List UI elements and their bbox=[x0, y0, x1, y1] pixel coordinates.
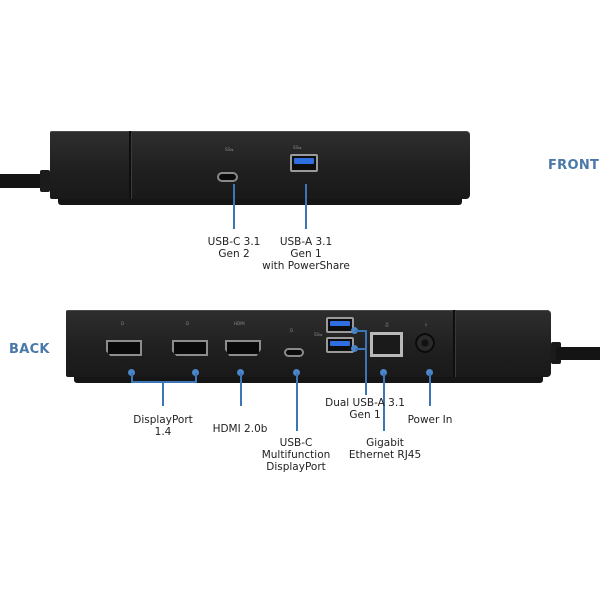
hdmi-leader bbox=[240, 373, 242, 406]
usb-a-blue-tongue bbox=[330, 321, 350, 327]
front-cable-strain-relief bbox=[40, 170, 50, 192]
front-usb-c-label: USB-C 3.1 Gen 2 bbox=[207, 236, 261, 260]
usb-a-blue-tongue bbox=[294, 158, 314, 165]
dp-bracket bbox=[131, 381, 197, 383]
power-dot bbox=[426, 369, 433, 376]
usba-lower-dot bbox=[351, 345, 358, 352]
hdmi-engraving: HDMI bbox=[234, 321, 245, 326]
back-panel-divider bbox=[453, 310, 455, 377]
dual-usb-a-label: Dual USB-A 3.1 Gen 1 bbox=[325, 397, 405, 421]
dock-foot bbox=[74, 377, 543, 383]
front-title: FRONT bbox=[548, 158, 600, 173]
front-panel-divider bbox=[129, 131, 131, 199]
dp1-engraving: D bbox=[121, 321, 125, 326]
usb-a-blue-tongue bbox=[330, 341, 350, 347]
usba-upper-dot bbox=[351, 327, 358, 334]
power-leader bbox=[429, 373, 431, 406]
hdmi-label: HDMI 2.0b bbox=[212, 423, 268, 435]
usbc-leader bbox=[296, 373, 298, 431]
front-dock-body: SS⇆ SS⇆ bbox=[50, 131, 470, 205]
ethernet-engraving: 品 bbox=[385, 322, 389, 327]
usb-c-multifunction-label: USB-C Multifunction DisplayPort bbox=[261, 437, 331, 473]
back-usb-c-port bbox=[284, 348, 304, 357]
usb-c-engraving: SS⇆ bbox=[225, 147, 234, 152]
displayport-label: DisplayPort 1.4 bbox=[133, 414, 193, 438]
back-title: BACK bbox=[9, 342, 50, 357]
usb-a-port-upper bbox=[326, 317, 354, 333]
usb-c-engraving: D bbox=[290, 328, 294, 333]
front-usb-a-label: USB-A 3.1 Gen 1 with PowerShare bbox=[262, 236, 350, 272]
displayport-2 bbox=[172, 340, 208, 356]
hdmi-port bbox=[225, 340, 261, 356]
front-usb-a-leader bbox=[305, 184, 307, 229]
back-dock-body: D D HDMI D SS⇆ 品 ⏚ bbox=[66, 310, 551, 383]
ethernet-leader bbox=[383, 373, 385, 431]
front-usb-a-port bbox=[290, 154, 318, 172]
dp1-dot bbox=[128, 369, 135, 376]
usb-a-engraving: SS⇆ bbox=[293, 145, 302, 150]
dp2-dot bbox=[192, 369, 199, 376]
dp2-engraving: D bbox=[186, 321, 190, 326]
usb-a-port-lower bbox=[326, 337, 354, 353]
power-engraving: ⏚ bbox=[424, 322, 428, 327]
usbc-dot bbox=[293, 369, 300, 376]
ethernet-dot bbox=[380, 369, 387, 376]
front-usb-c-leader bbox=[233, 184, 235, 229]
hdmi-dot bbox=[237, 369, 244, 376]
ethernet-label: Gigabit Ethernet RJ45 bbox=[348, 437, 422, 461]
power-in-label: Power In bbox=[407, 414, 453, 426]
dp1-leader bbox=[131, 373, 133, 382]
usba-upper-arm bbox=[355, 330, 366, 332]
power-port bbox=[415, 333, 435, 353]
dual-usb-engraving: SS⇆ bbox=[314, 332, 323, 337]
usba-leader bbox=[365, 330, 367, 395]
front-cable bbox=[0, 174, 50, 188]
dock-foot bbox=[58, 199, 462, 205]
dp2-leader bbox=[195, 373, 197, 382]
usba-lower-arm bbox=[355, 348, 366, 350]
back-cable bbox=[556, 347, 600, 360]
front-usb-c-port bbox=[217, 172, 238, 182]
ethernet-port bbox=[370, 332, 403, 357]
dp-leader bbox=[162, 381, 164, 406]
displayport-1 bbox=[106, 340, 142, 356]
